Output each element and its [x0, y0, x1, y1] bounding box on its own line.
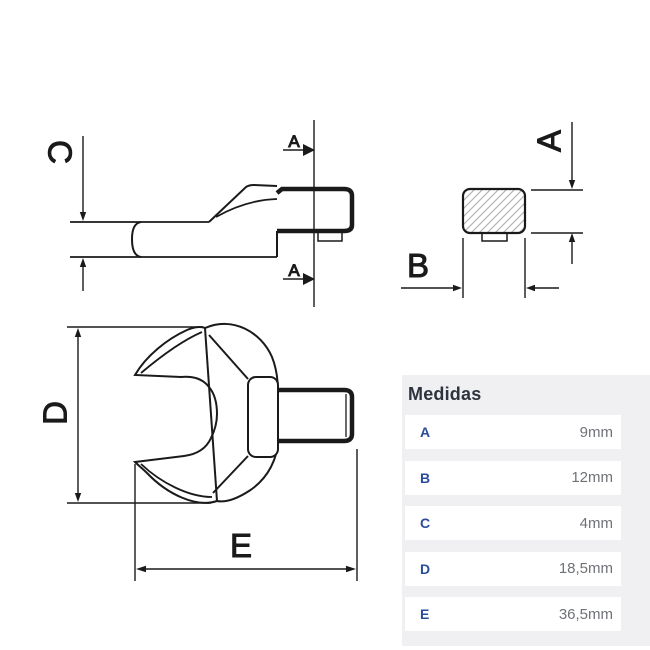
row-value: 9mm [579, 423, 613, 441]
beam-left-cap [130, 221, 142, 258]
arrowhead-d-down [74, 493, 82, 502]
bevel-top [208, 334, 249, 380]
arrowhead-e-left [136, 565, 146, 573]
neck-curve [215, 198, 278, 218]
dimension-b: B [401, 238, 559, 298]
detent-tab-section [481, 233, 508, 242]
table-row: D 18,5mm [405, 551, 621, 586]
tang-fill [280, 390, 352, 441]
arrowhead-b-right [453, 284, 462, 292]
table-row: A 9mm [405, 415, 621, 449]
arrowhead-c-down [79, 212, 87, 221]
section-label-bottom: A [288, 261, 300, 280]
measurements-rows: A 9mm B 12mm C 4mm D 18,5mm E 36,5mm [405, 415, 621, 631]
section-arrowhead-bottom [303, 273, 315, 285]
section-label-top: A [288, 132, 300, 151]
upper-jaw-inner-line [140, 331, 203, 374]
recessed-face [247, 376, 279, 458]
dim-label-d: D [37, 401, 74, 425]
row-letter: D [420, 560, 431, 577]
table-row: B 12mm [405, 460, 621, 495]
lower-jaw-inner-line [140, 463, 213, 498]
dim-label-a: A [531, 130, 568, 152]
row-value: 18,5mm [558, 560, 613, 577]
measurements-title: Medidas [408, 384, 482, 404]
dim-label-b: B [407, 247, 429, 284]
row-letter: E [420, 606, 430, 622]
row-value: 4mm [579, 514, 613, 532]
dimension-d: D [36, 326, 211, 504]
front-view: D E [36, 323, 358, 581]
arrowhead-e-right [346, 565, 356, 573]
face-chord-line [204, 327, 218, 502]
table-row: E 36,5mm [405, 597, 621, 631]
table-row: C 4mm [405, 506, 621, 540]
dim-label-e: E [230, 527, 252, 564]
row-value: 36,5mm [558, 605, 613, 623]
arrowhead-b-left [526, 284, 535, 292]
bevel-bottom [212, 455, 249, 494]
section-view: B A [401, 122, 583, 298]
tang-outline [278, 387, 355, 444]
row-value: 12mm [571, 469, 613, 486]
section-arrowhead-top [303, 144, 315, 156]
dim-label-c: C [42, 140, 79, 164]
drive-section-hatched [461, 187, 527, 235]
row-letter: A [420, 424, 431, 440]
row-letter: C [420, 515, 431, 531]
arrowhead-a-down [568, 180, 576, 189]
section-arrow-top: A [283, 132, 315, 156]
arrowhead-c-up [79, 258, 87, 267]
arrowhead-d-up [74, 328, 82, 337]
section-arrow-bottom: A [283, 261, 315, 285]
row-letter: B [420, 469, 431, 486]
neck-top-profile [208, 183, 278, 223]
arrowhead-a-up [568, 233, 576, 242]
side-view: A A C [41, 120, 355, 307]
dimension-a: A [530, 122, 583, 264]
dimension-e: E [134, 449, 358, 581]
dimension-c: C [41, 136, 87, 291]
measurements-panel: Medidas A 9mm B 12mm C 4mm D 18,5mm E 36… [402, 375, 650, 646]
drive-block-outline [275, 186, 355, 234]
detent-tab [317, 231, 343, 242]
